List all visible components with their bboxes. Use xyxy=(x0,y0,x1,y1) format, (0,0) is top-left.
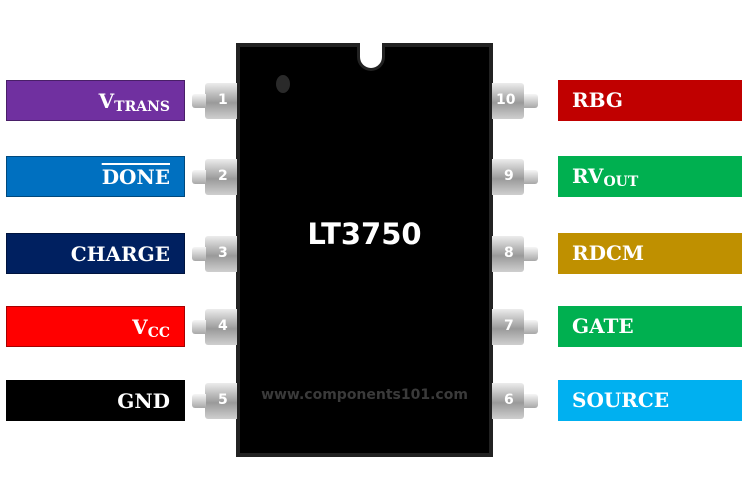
pin-lead xyxy=(192,247,206,261)
pin-2: 2 xyxy=(192,159,237,195)
pin-lead xyxy=(524,94,538,108)
pin-label-9: RVOUT xyxy=(558,156,742,197)
pin-label-text: RDCM xyxy=(572,241,645,265)
pin-label-4: VCC xyxy=(6,306,185,347)
chip-name: LT3750 xyxy=(307,217,422,251)
pin-label-2: DONE xyxy=(6,156,185,197)
pin-lead xyxy=(524,394,538,408)
pin-number: 4 xyxy=(218,318,228,334)
pin-number: 5 xyxy=(218,392,228,408)
pin-6: 6 xyxy=(492,383,538,419)
pin-number: 9 xyxy=(504,168,514,184)
pin-number: 3 xyxy=(218,245,228,261)
pin-label-text: SOURCE xyxy=(572,388,670,412)
pin-number: 1 xyxy=(218,92,228,108)
pin-label-text: RBG xyxy=(572,88,623,112)
pin-lead xyxy=(192,320,206,334)
pin-label-7: GATE xyxy=(558,306,742,347)
pin-label-text: CHARGE xyxy=(70,242,170,266)
pin-label-text: GATE xyxy=(572,314,634,338)
pin-label-5: GND xyxy=(6,380,185,421)
pin-lead xyxy=(524,170,538,184)
pin-label-1: VTRANS xyxy=(6,80,185,121)
watermark: www.components101.com xyxy=(261,387,468,403)
pin-label-text: RV xyxy=(572,164,604,188)
pin-lead xyxy=(192,94,206,108)
pin-lead xyxy=(192,170,206,184)
pin-1: 1 xyxy=(192,83,237,119)
pin-8: 8 xyxy=(492,236,538,272)
pin-lead xyxy=(524,320,538,334)
ic-chip-body: LT3750 www.components101.com xyxy=(236,43,493,457)
pin-7: 7 xyxy=(492,309,538,345)
pin-label-subscript: CC xyxy=(147,325,170,341)
pin-label-text: GND xyxy=(117,389,170,413)
chip-notch xyxy=(357,43,385,71)
pin-5: 5 xyxy=(192,383,237,419)
pin-lead xyxy=(192,394,206,408)
pin-label-text: V xyxy=(98,89,115,113)
pin-number: 10 xyxy=(496,92,516,108)
pin-4: 4 xyxy=(192,309,237,345)
pin-9: 9 xyxy=(492,159,538,195)
pin-number: 8 xyxy=(504,245,514,261)
pin-label-text: DONE xyxy=(101,165,170,189)
pin-label-10: RBG xyxy=(558,80,742,121)
pin1-indicator-dot xyxy=(276,75,290,93)
pin-label-6: SOURCE xyxy=(558,380,742,421)
pin-3: 3 xyxy=(192,236,237,272)
pin-label-subscript: TRANS xyxy=(114,99,170,115)
pin-number: 7 xyxy=(504,318,514,334)
pin-label-3: CHARGE xyxy=(6,233,185,274)
pin-number: 2 xyxy=(218,168,228,184)
pin-label-8: RDCM xyxy=(558,233,742,274)
pin-number: 6 xyxy=(504,392,514,408)
pin-10: 10 xyxy=(492,83,538,119)
pin-label-subscript: OUT xyxy=(603,174,639,190)
pin-lead xyxy=(524,247,538,261)
pin-label-text: V xyxy=(132,315,148,339)
